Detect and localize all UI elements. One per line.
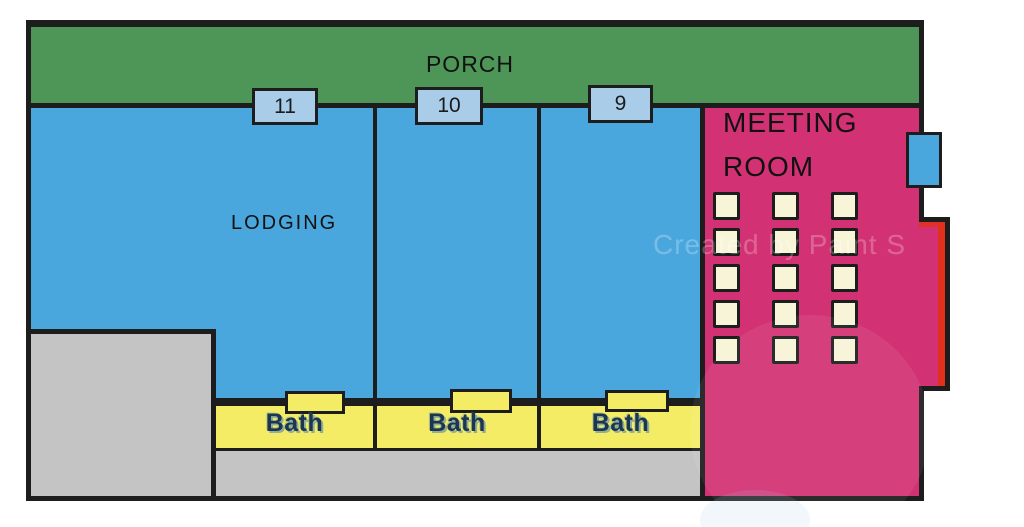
chair — [713, 300, 740, 328]
watermark-blob — [690, 315, 930, 527]
watermark-text: Created by Paint S — [653, 229, 907, 260]
wall-outer-top — [26, 20, 924, 27]
chair — [831, 228, 858, 256]
chair — [713, 192, 740, 220]
room-number-9: 9 — [614, 92, 627, 115]
chair — [831, 264, 858, 292]
room-number-tag-9: 9 — [588, 85, 653, 123]
bath-label-1: Bath — [265, 409, 324, 437]
wall-utility-right — [211, 329, 216, 501]
bath-door-3 — [605, 390, 669, 412]
wall-outer-left — [26, 20, 31, 501]
wall-room-10-9 — [537, 104, 541, 451]
wall-meeting-left — [700, 104, 705, 501]
room-number-tag-10: 10 — [415, 87, 483, 125]
lodging-room-11-lower — [216, 330, 373, 398]
bath-door-1 — [285, 391, 345, 414]
chair-grid — [713, 192, 858, 364]
meeting-room-label-line1: MEETING — [723, 107, 858, 138]
wall-outer-right-lower — [919, 391, 924, 501]
red-accent-top — [919, 222, 945, 227]
lodging-label: LODGING — [231, 212, 338, 234]
wall-utility-top — [26, 329, 216, 334]
chair — [772, 192, 799, 220]
chair — [831, 300, 858, 328]
chair — [831, 336, 858, 364]
lodging-room-9 — [541, 104, 700, 398]
chair — [772, 300, 799, 328]
meeting-room-label: MEETING ROOM — [723, 101, 858, 189]
corridor-strip — [216, 451, 705, 496]
wall-outer-bottom — [26, 496, 924, 501]
meeting-room-label-line2: ROOM — [723, 151, 815, 182]
bath-room-3 — [541, 406, 700, 448]
bath-label-2: Bath — [428, 409, 486, 437]
chair — [713, 228, 740, 256]
meeting-room-door — [906, 132, 942, 188]
porch-label: PORCH — [425, 51, 515, 77]
red-accent-strip — [938, 222, 945, 386]
bath-room-2 — [377, 406, 537, 448]
room-number-tag-11: 11 — [252, 88, 318, 125]
wall-outer-right-upper — [919, 20, 924, 217]
chair — [713, 336, 740, 364]
wall-room-11-10 — [373, 104, 377, 451]
room-number-10: 10 — [437, 94, 461, 117]
meeting-room-area — [705, 104, 919, 496]
room-number-11: 11 — [274, 94, 296, 118]
lodging-room-11 — [31, 104, 373, 330]
chair — [772, 336, 799, 364]
bath-door-2 — [450, 389, 512, 413]
utility-area — [31, 334, 211, 496]
chair — [831, 192, 858, 220]
wall-bath-bottom — [216, 448, 705, 451]
chair — [713, 264, 740, 292]
lodging-room-10 — [377, 104, 537, 398]
chair — [772, 264, 799, 292]
chair — [772, 228, 799, 256]
meeting-room-extension — [919, 217, 950, 391]
bath-label-3: Bath — [591, 409, 650, 437]
